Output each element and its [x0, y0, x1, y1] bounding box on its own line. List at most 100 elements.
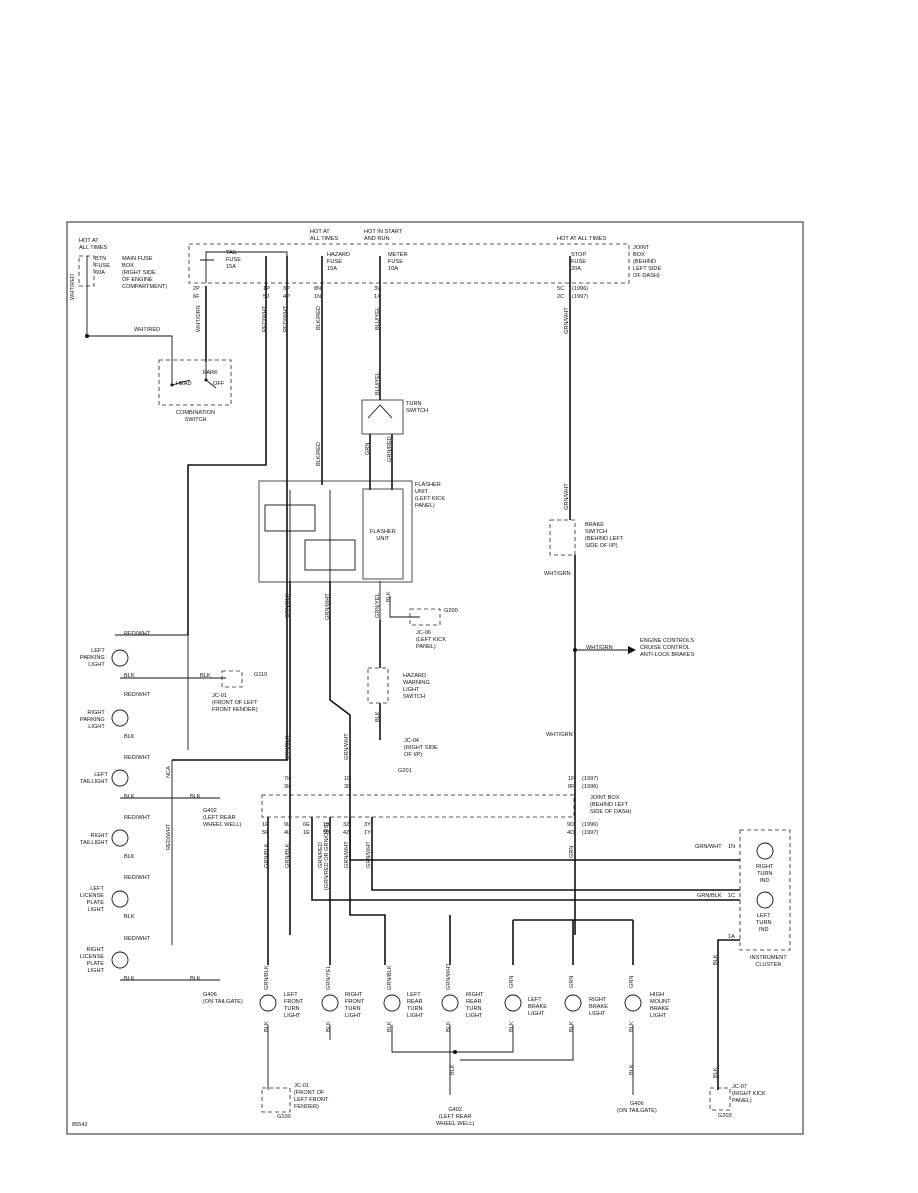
wire-label-blk-rp: BLK — [124, 734, 135, 740]
left-parking-light — [111, 649, 129, 667]
label-line: (BEHIND — [633, 259, 656, 265]
label-line: SWITCH — [184, 417, 207, 423]
label-line: 60A — [95, 270, 105, 276]
label-off: OFF — [213, 381, 225, 387]
label-line: BRAKE — [585, 522, 604, 528]
vlabel-grn-blk-lf: GRN/BLK — [264, 965, 270, 990]
pin-year-1996-top: (1996) — [572, 286, 589, 292]
label-line: WARNING — [403, 680, 430, 686]
wire-label-red-wht-ll: RED/WHT — [124, 875, 151, 881]
label-line: TAILLIGHT — [80, 779, 108, 785]
pin-4l: 4L — [284, 830, 291, 836]
right-license-plate-light — [111, 951, 129, 969]
label-line: BRAKE — [589, 1004, 608, 1010]
pin-5b: 5B — [323, 830, 330, 836]
pin-8n: 8N — [314, 286, 322, 292]
left-front-turn-light — [259, 994, 277, 1012]
label-park: PARK — [203, 370, 218, 376]
wire-label-red-wht-lt: RED/WHT — [124, 755, 151, 761]
pin-year-1997-top: (1997) — [572, 294, 589, 300]
main-fuse-box-outline — [78, 255, 95, 287]
label-line: FUSE — [95, 263, 110, 269]
label-line: PANEL) — [415, 503, 435, 509]
label-line: LIGHT — [88, 724, 105, 730]
label-line: CLUSTER — [755, 962, 782, 968]
label-line: (FRONT OF LEFT — [212, 700, 258, 706]
wire-label-red-wht-rl: RED/WHT — [124, 936, 151, 942]
pin-1d: 1D — [344, 776, 352, 782]
label-line: FRONT FENDER) — [212, 707, 258, 713]
label-line: LEFT FRONT — [294, 1097, 329, 1103]
pin-9d: 9D — [567, 822, 575, 828]
label-line: PLATE — [86, 961, 104, 967]
vlabel-blu-yel-top: BLU/YEL — [375, 306, 381, 330]
label-g406-bottom: G406(ON TAILGATE) — [617, 1101, 657, 1115]
diagram-frame — [66, 221, 804, 1135]
label-line: HOT AT — [310, 229, 330, 235]
label-g203: G203 — [718, 1113, 732, 1119]
label-line: SWITCH — [585, 529, 608, 535]
label-line: (LEFT KICK — [415, 496, 446, 502]
vlabel-grn-blk-lr: GRN/BLK — [387, 965, 393, 990]
vlabel-grn-blk-mid: GRN/BLK — [285, 735, 291, 760]
label-line: LEFT SIDE — [633, 266, 662, 272]
label-line: LIGHT — [345, 1013, 362, 1019]
instrument-cluster — [739, 829, 791, 951]
label-line: RIGHT — [87, 710, 105, 716]
label-line: LIGHT — [88, 662, 105, 668]
label-line: HIGH — [650, 992, 664, 998]
flasher-unit-box — [362, 488, 404, 580]
hazard-warning-switch[interactable] — [367, 667, 389, 704]
label-line: LIGHT — [87, 968, 104, 974]
pin-3v: 3V — [374, 286, 381, 292]
turn-switch[interactable] — [361, 399, 404, 435]
right-turn-ind — [756, 842, 774, 860]
pin-9l: 9L — [284, 822, 291, 828]
pin-3d: 3D — [344, 784, 352, 790]
brake-switch[interactable] — [549, 519, 576, 556]
label-line: LEFT — [407, 992, 421, 998]
label-line: FRONT — [284, 999, 304, 1005]
label-line: FLASHER — [370, 529, 396, 535]
label-line: PANEL) — [416, 644, 436, 650]
vlabel-blk-lr: BLK — [387, 1021, 393, 1032]
label-line: METER — [388, 252, 408, 258]
label-line: TURN — [284, 1006, 300, 1012]
label-line: (LEFT KICK — [416, 637, 447, 643]
label-line: FUSE — [571, 259, 586, 265]
left-license-plate-light — [111, 890, 129, 908]
vlabel-grn-lb: GRN — [509, 975, 515, 988]
vlabel-blk-red-mid: BLK/RED — [316, 442, 322, 466]
label-line: LEFT — [756, 913, 771, 919]
wire-red-wht-2 — [172, 256, 288, 761]
label-line: BOX — [633, 252, 645, 258]
pin-year-1996-mid: (1996) — [582, 784, 599, 790]
label-line: PANEL) — [732, 1098, 752, 1104]
wire-label-blk-lp: BLK — [124, 673, 135, 679]
wire-label-grn-blk-1c: GRN/BLK — [697, 893, 722, 899]
label-line: JC-07 — [732, 1084, 747, 1090]
vlabel-wht-grn: WHT/GRN — [196, 305, 202, 332]
label-line: JOINT BOX — [590, 795, 620, 801]
pin-2c: 2C — [557, 294, 565, 300]
pin-1e: 1E — [303, 830, 310, 836]
label-line: RIGHT — [589, 997, 607, 1003]
pin-4p: 4P — [283, 294, 290, 300]
combination-switch[interactable] — [158, 359, 232, 406]
label-line: LEFT — [91, 648, 105, 654]
label-line: G402 — [203, 808, 217, 814]
vlabel-blk-ic: BLK — [713, 954, 719, 965]
